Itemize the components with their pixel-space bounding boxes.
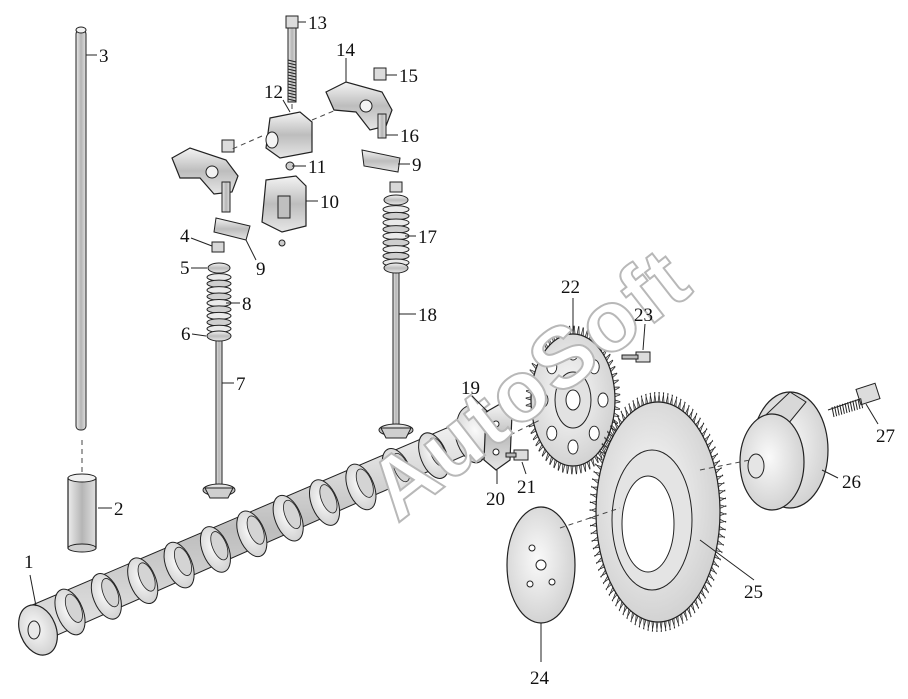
thrust-plate bbox=[483, 403, 513, 471]
rocker-bracket bbox=[261, 175, 307, 247]
callout-9-right: 9 bbox=[412, 155, 422, 176]
callout-10: 10 bbox=[320, 192, 339, 213]
bolt-13 bbox=[285, 15, 299, 103]
gear-washer-plate bbox=[506, 506, 576, 624]
valve-left bbox=[202, 335, 236, 499]
callout-7: 7 bbox=[236, 374, 246, 395]
valve-spring-left bbox=[206, 273, 232, 333]
callout-16: 16 bbox=[400, 126, 419, 147]
callout-21: 21 bbox=[517, 477, 536, 498]
callout-13: 13 bbox=[308, 13, 327, 34]
callout-15: 15 bbox=[399, 66, 418, 87]
callout-23: 23 bbox=[634, 305, 653, 326]
camshaft-gear bbox=[525, 325, 621, 475]
pushrod bbox=[75, 26, 87, 431]
callout-12: 12 bbox=[264, 82, 283, 103]
tappet bbox=[67, 473, 97, 553]
callout-17: 17 bbox=[418, 227, 437, 248]
callout-14: 14 bbox=[336, 40, 356, 61]
valve-right bbox=[378, 269, 414, 439]
callout-9-left: 9 bbox=[256, 259, 266, 280]
camshaft bbox=[18, 404, 501, 656]
callout-24: 24 bbox=[530, 668, 550, 689]
callout-numbers: 1 2 3 4 5 6 7 8 9 9 10 11 12 13 14 15 16… bbox=[24, 13, 895, 689]
spring-retainer-right bbox=[383, 181, 409, 274]
callout-2: 2 bbox=[114, 499, 124, 520]
callout-19: 19 bbox=[461, 378, 480, 399]
callout-22: 22 bbox=[561, 277, 580, 298]
leader-lines bbox=[29, 21, 879, 662]
callout-18: 18 bbox=[418, 305, 437, 326]
callout-5: 5 bbox=[180, 258, 190, 279]
bolt-23 bbox=[621, 351, 651, 363]
spring-retainer-left bbox=[206, 241, 232, 342]
rocker-arm-left bbox=[171, 139, 251, 241]
callout-3: 3 bbox=[99, 46, 109, 67]
callout-26: 26 bbox=[842, 472, 861, 493]
callout-1: 1 bbox=[24, 552, 34, 573]
rocker-arm-right bbox=[325, 67, 401, 173]
callout-6: 6 bbox=[181, 324, 191, 345]
rocker-shaft-support bbox=[265, 111, 313, 171]
callout-8: 8 bbox=[242, 294, 252, 315]
callout-4: 4 bbox=[180, 226, 190, 247]
callout-11: 11 bbox=[308, 157, 326, 178]
callout-27: 27 bbox=[876, 426, 895, 447]
bolt-21 bbox=[505, 449, 529, 461]
callout-25: 25 bbox=[744, 582, 763, 603]
bolt-27 bbox=[827, 382, 881, 418]
callout-20: 20 bbox=[486, 489, 505, 510]
idler-hub bbox=[739, 391, 829, 511]
